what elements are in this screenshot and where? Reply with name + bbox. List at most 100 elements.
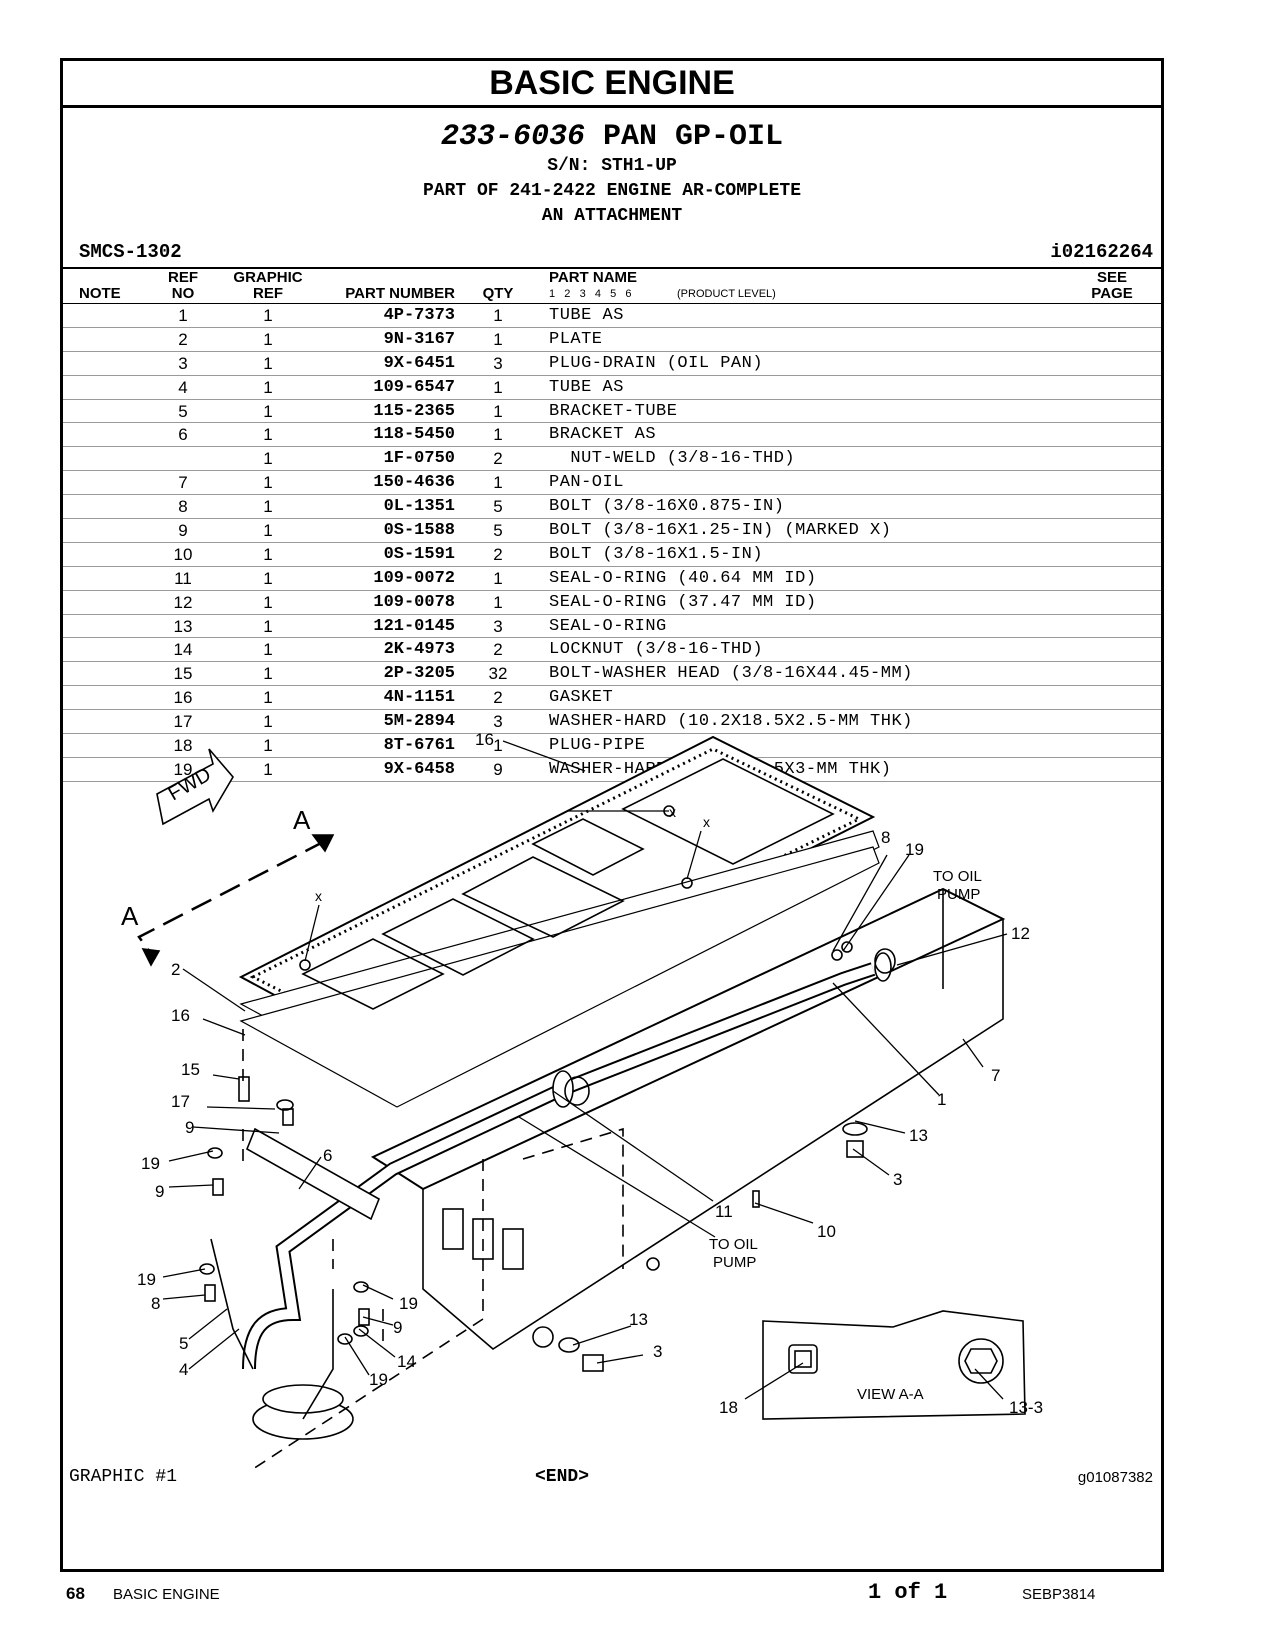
marked-x-3: x (315, 888, 322, 904)
part-number: 121-0145 (373, 616, 455, 636)
graphic-label: GRAPHIC #1 (69, 1467, 178, 1487)
callout-labels: 16 8 19 12 2 16 15 17 9 19 9 6 7 1 13 3 … (137, 730, 1043, 1417)
page-of: 1 of 1 (868, 1580, 948, 1605)
tube-bracket (210, 1127, 381, 1420)
part-name: PAN-OIL (549, 473, 624, 493)
callout-1: 1 (937, 1090, 946, 1109)
col-product-levels: 1 2 3 4 5 6 (549, 288, 632, 300)
part-name: PLATE (549, 329, 603, 349)
part-of-line: PART OF 241-2422 ENGINE AR-COMPLETE (422, 181, 802, 201)
ref-number: 8 (178, 497, 188, 517)
ref-number: 1 (178, 306, 188, 325)
ref-number: 10 (173, 544, 193, 564)
ref-number: 17 (173, 712, 193, 732)
col-graphic-bottom: REF (253, 285, 283, 302)
document-id: i02162264 (1050, 241, 1153, 263)
graphic-ref: 1 (263, 568, 273, 588)
ref-number: 5 (178, 401, 188, 421)
callout-8-right: 8 (881, 828, 890, 847)
quantity: 1 (493, 473, 503, 493)
callout-13-3: 13-3 (1009, 1398, 1043, 1417)
part-number: 109-0072 (373, 568, 455, 588)
col-see-bottom: PAGE (1091, 285, 1133, 302)
callout-13-bottom: 13 (629, 1310, 648, 1329)
smcs-row: SMCS-1302 i02162264 (63, 237, 1161, 267)
callout-10: 10 (817, 1222, 836, 1241)
table-header: NOTE REF NO GRAPHIC REF PART NUMBER QTY … (63, 267, 1161, 304)
callout-7: 7 (991, 1066, 1000, 1085)
quantity: 1 (493, 736, 503, 756)
part-number: 1F-0750 (383, 449, 455, 469)
callout-3-right: 3 (893, 1170, 902, 1189)
quantity: 3 (493, 616, 503, 636)
callout-9-a: 9 (185, 1118, 194, 1137)
graphic-ref: 1 (263, 759, 273, 779)
view-aa-inset: VIEW A-A (762, 1310, 1026, 1420)
quantity: 1 (493, 377, 503, 397)
graphic-ref: 1 (263, 497, 273, 517)
end-marker: <END> (535, 1467, 590, 1487)
part-number: 150-4636 (373, 473, 455, 493)
ref-number: 6 (178, 425, 188, 445)
part-number: 9X-6458 (383, 759, 455, 779)
to-oil-pump-top-1: TO OIL (933, 868, 982, 885)
part-number: 8T-6761 (383, 736, 455, 756)
to-oil-pump-top-2: PUMP (937, 886, 980, 903)
part-number: 0S-1591 (383, 544, 455, 564)
page-number: 68 (66, 1584, 85, 1603)
part-name: BRACKET-TUBE (549, 401, 678, 421)
page-footer: 68 BASIC ENGINE 1 of 1 SEBP3814 (0, 1580, 1275, 1610)
graphic-ref: 1 (263, 616, 273, 636)
marked-x-1: x (669, 804, 676, 820)
ref-number: 11 (174, 568, 192, 588)
ref-number: 4 (178, 377, 188, 397)
footer-doc-number: SEBP3814 (1022, 1586, 1096, 1603)
graphic-ref: 1 (263, 688, 273, 708)
section-label-top: A (293, 805, 311, 835)
graphic-ref: 1 (263, 401, 273, 421)
graphic-ref: 1 (263, 712, 273, 732)
part-number: 0S-1588 (383, 521, 455, 541)
part-name: TUBE AS (549, 306, 624, 325)
ref-number: 19 (173, 759, 193, 779)
quantity: 5 (493, 497, 503, 517)
oil-pan-exploded-illustration: FWD A A (121, 730, 1043, 1469)
col-see-top: SEE (1096, 269, 1127, 286)
part-name: PLUG-PIPE (549, 736, 646, 756)
graphic-ref: 1 (263, 306, 273, 325)
col-graphic-top: GRAPHIC (233, 269, 303, 286)
quantity: 32 (488, 664, 508, 684)
graphic-id: g01087382 (1077, 1469, 1153, 1486)
part-number: 109-0078 (373, 592, 455, 612)
graphic-ref: 1 (263, 377, 273, 397)
part-number: 2P-3205 (383, 664, 455, 684)
ref-number: 15 (173, 664, 193, 684)
to-oil-pump-bottom-1: TO OIL (709, 1236, 758, 1253)
part-number: 109-6547 (373, 377, 455, 397)
quantity: 3 (493, 712, 503, 732)
graphic-ref: 1 (263, 425, 273, 445)
callout-15: 15 (181, 1060, 200, 1079)
part-name: BOLT (3/8-16X1.25-IN) (MARKED X) (549, 521, 892, 541)
ref-number: 18 (173, 736, 193, 756)
callout-19-d: 19 (369, 1370, 388, 1389)
footer-section: BASIC ENGINE (113, 1586, 220, 1603)
col-product-level-label: (PRODUCT LEVEL) (677, 288, 776, 300)
quantity: 3 (493, 353, 503, 373)
callout-12: 12 (1011, 924, 1030, 943)
quantity: 1 (493, 401, 503, 421)
callout-14: 14 (397, 1352, 416, 1371)
